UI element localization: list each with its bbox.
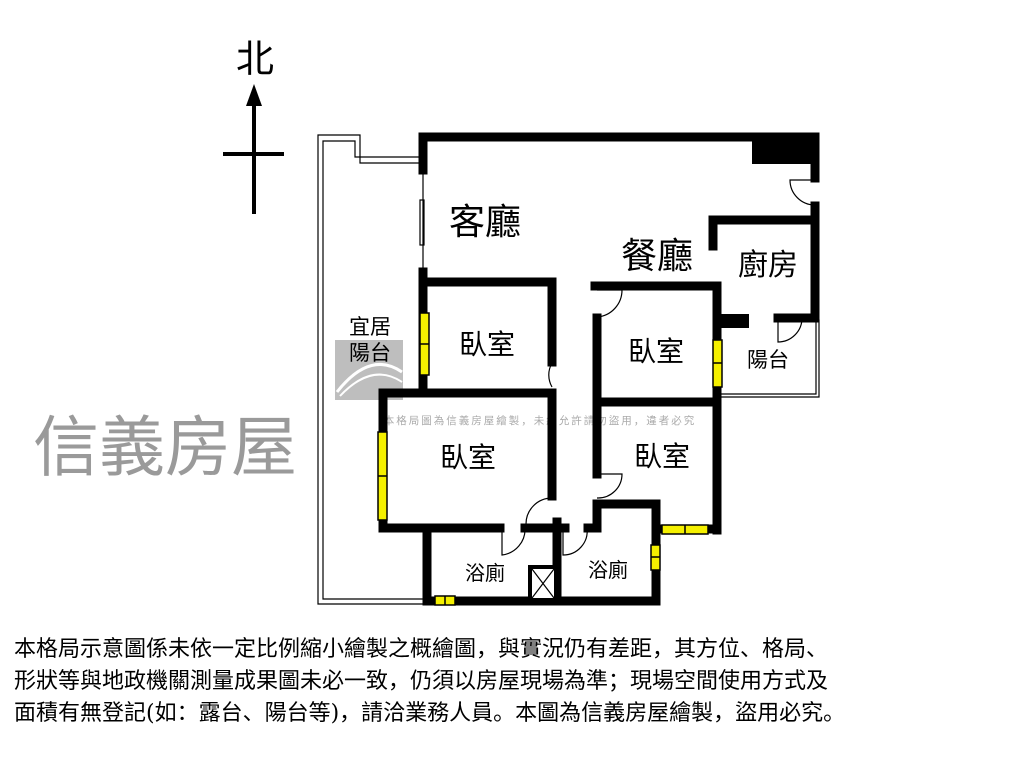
disclaimer-line: 形狀等與地政機關測量成果圖未必一致，仍須以房屋現場為準；現場空間使用方式及	[14, 669, 829, 694]
shaft-icon	[528, 565, 558, 602]
north-arrow-icon	[223, 84, 284, 214]
room-label-bedroom: 臥室	[628, 335, 684, 368]
room-label-living: 客廳	[449, 202, 521, 243]
room-label-bedroom: 臥室	[634, 440, 690, 473]
disclaimer: 本格局示意圖係未依一定比例縮小繪製之概繪圖，與實況仍有差距，其方位、格局、 形狀…	[14, 634, 1014, 730]
compass-north-label: 北	[236, 37, 274, 81]
structural-column	[752, 137, 818, 164]
room-label-bathroom: 浴廁	[588, 558, 628, 582]
room-label-bedroom: 臥室	[459, 328, 515, 361]
floor-plan: 北 信義房屋 本格局圖為信義房屋繪製，未經允許請勿盜用，違者必究	[33, 37, 820, 606]
windows	[377, 312, 723, 606]
room-label-balcony-right: 陽台	[747, 348, 789, 372]
room-label-bathroom: 浴廁	[465, 561, 505, 585]
room-label-bedroom: 臥室	[440, 441, 496, 474]
watermark-brand: 信義房屋	[33, 409, 297, 486]
room-label-balcony-left-1: 宜居	[349, 315, 391, 339]
disclaimer-line: 面積有無登記(如：露台、陽台等)，請洽業務人員。本圖為信義房屋繪製，盜用必究。	[14, 701, 846, 726]
disclaimer-line: 本格局示意圖係未依一定比例縮小繪製之概繪圖，與實況仍有差距，其方位、格局、	[14, 637, 829, 662]
doors	[501, 179, 816, 556]
room-label-dining: 餐廳	[621, 236, 693, 277]
room-label-kitchen: 廚房	[738, 248, 798, 283]
structural-column	[715, 314, 749, 328]
room-label-balcony-left-2: 陽台	[349, 341, 391, 365]
watermark-logo	[335, 340, 403, 400]
watermark-notice: 本格局圖為信義房屋繪製，未經允許請勿盜用，違者必究	[384, 414, 697, 427]
